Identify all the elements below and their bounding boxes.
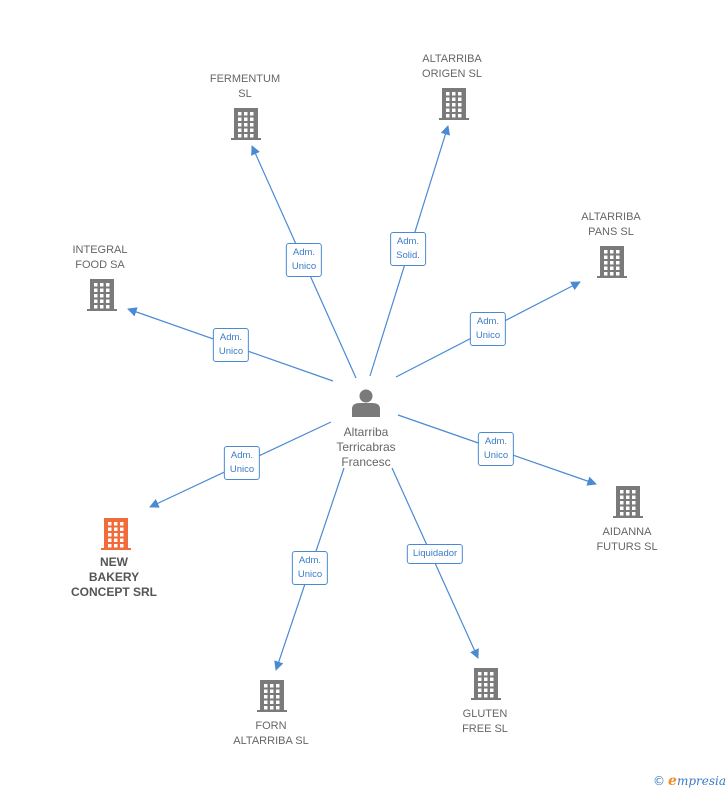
company-forn-altarriba-label-line: ALTARRIBA SL — [233, 735, 309, 747]
brand-logo-initial: e — [668, 773, 677, 789]
edge-label-integral-food-line: Adm. — [219, 332, 243, 343]
building-icon — [613, 486, 643, 518]
company-gluten-free-label-line: GLUTEN — [462, 708, 508, 720]
company-integral-food-label: INTEGRAL FOOD SA — [72, 243, 127, 273]
copyright-symbol: © — [653, 774, 666, 788]
edge-label-altarriba-origen-line: Adm. — [396, 236, 420, 247]
company-altarriba-pans-label-line: PANS SL — [588, 226, 634, 238]
edge-label-integral-food: Adm. Unico — [212, 328, 250, 362]
person-icon — [352, 389, 380, 417]
building-icon — [471, 668, 501, 700]
company-integral-food-label-line: FOOD SA — [75, 259, 125, 271]
edge-label-altarriba-pans-line: Unico — [475, 330, 501, 341]
person-name-label-line: Altarriba — [343, 425, 389, 439]
company-fermentum-label: FERMENTUM SL — [210, 72, 280, 102]
company-new-bakery-label-line: CONCEPT SRL — [70, 585, 158, 599]
edge-label-forn-altarriba: Adm. Unico — [291, 551, 329, 585]
company-altarriba-pans-label-line: ALTARRIBA — [581, 211, 641, 223]
edge-label-aidanna-futurs: Adm. Unico — [477, 432, 515, 466]
edge-label-fermentum-line: Adm. — [292, 247, 316, 258]
edge-label-fermentum-line: Unico — [291, 261, 317, 272]
edge-label-fermentum: Adm. Unico — [285, 243, 323, 277]
building-icon — [439, 88, 469, 120]
edge-label-aidanna-futurs-line: Adm. — [484, 436, 508, 447]
edge-label-integral-food-line: Unico — [218, 346, 244, 357]
company-gluten-free-label-line: FREE SL — [462, 723, 508, 735]
edge-label-new-bakery-line: Adm. — [230, 450, 254, 461]
edge-label-new-bakery: Adm. Unico — [223, 446, 261, 480]
company-integral-food-label-line: INTEGRAL — [72, 244, 128, 256]
edge-label-forn-altarriba-line: Unico — [297, 569, 323, 580]
edge-label-altarriba-origen: Adm. Solid. — [390, 232, 426, 266]
edge-label-altarriba-pans-line: Adm. — [476, 316, 500, 327]
company-altarriba-origen-label: ALTARRIBA ORIGEN SL — [422, 52, 482, 82]
building-icon — [597, 246, 627, 278]
brand-logo-text: mpresia — [676, 774, 726, 788]
brand-footer: ©empresia — [653, 773, 726, 789]
person-name-label-line: Terricabras — [336, 440, 396, 454]
edge-label-altarriba-pans: Adm. Unico — [469, 312, 507, 346]
company-altarriba-origen-label-line: ORIGEN SL — [422, 68, 482, 80]
edge-label-gluten-free: Liquidador — [406, 544, 464, 564]
company-aidanna-futurs-label: AIDANNA FUTURS SL — [596, 525, 657, 555]
company-fermentum-label-line: SL — [238, 88, 252, 100]
company-altarriba-origen-label-line: ALTARRIBA — [422, 53, 482, 65]
building-icon — [257, 680, 287, 712]
company-aidanna-futurs-label-line: AIDANNA — [602, 526, 652, 538]
edge-label-new-bakery-line: Unico — [229, 464, 255, 475]
edge-label-gluten-free-line: Liquidador — [412, 548, 458, 559]
edge-label-altarriba-origen-line: Solid. — [396, 250, 420, 261]
company-fermentum-label-line: FERMENTUM — [209, 73, 281, 85]
building-icon — [231, 108, 261, 140]
building-icon — [87, 279, 117, 311]
company-new-bakery-label-line: BAKERY — [88, 570, 140, 584]
edge-label-aidanna-futurs-line: Unico — [483, 450, 509, 461]
company-gluten-free-label: GLUTEN FREE SL — [462, 707, 508, 737]
company-forn-altarriba-label: FORN ALTARRIBA SL — [233, 719, 308, 749]
person-name-label-line: Francesc — [341, 455, 391, 469]
company-aidanna-futurs-label-line: FUTURS SL — [596, 541, 658, 553]
building-icon — [101, 518, 131, 550]
company-altarriba-pans-label: ALTARRIBA PANS SL — [581, 210, 641, 240]
edge-label-forn-altarriba-line: Adm. — [298, 555, 322, 566]
company-forn-altarriba-label-line: FORN — [255, 720, 287, 732]
company-new-bakery-label-line: NEW — [99, 555, 128, 569]
